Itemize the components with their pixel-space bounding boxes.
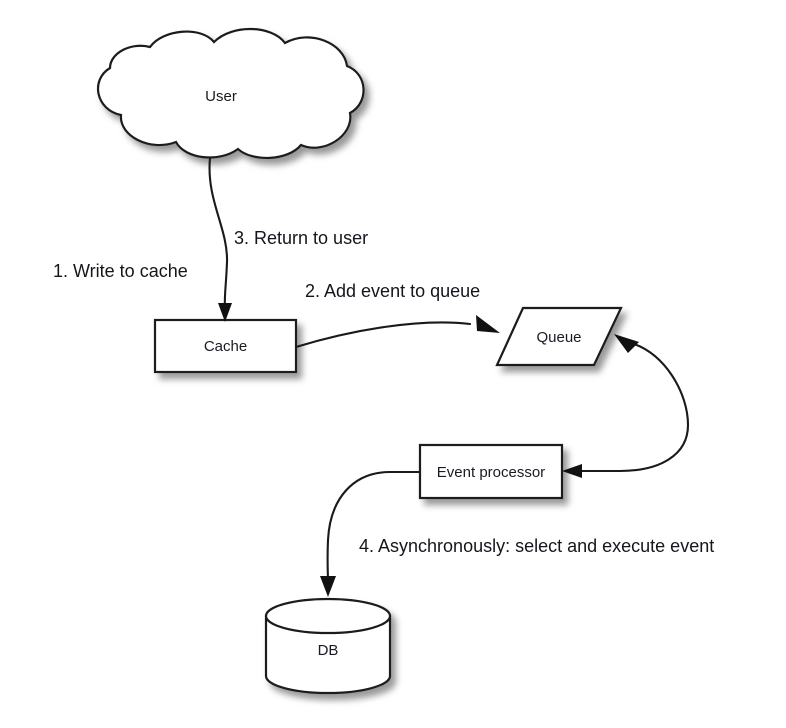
step-label-3: 3. Return to user (234, 228, 368, 248)
node-user[interactable]: User (97, 27, 365, 160)
node-label-queue: Queue (536, 329, 581, 346)
node-cache[interactable]: Cache (153, 318, 298, 374)
node-db[interactable]: DB (264, 597, 392, 695)
node-queue[interactable]: Queue (495, 306, 623, 367)
edge-event-processor-to-db (320, 470, 422, 597)
edge-user-to-cache (208, 156, 232, 322)
node-label-cache: Cache (204, 338, 247, 355)
arrowhead-queue-right (614, 334, 639, 353)
arrowhead-cache-top (218, 303, 232, 322)
arrowhead-db-top (320, 576, 336, 597)
step-label-4: 4. Asynchronously: select and execute ev… (359, 536, 714, 556)
node-label-db: DB (318, 642, 339, 659)
edge-queue-event-processor (562, 334, 690, 478)
arrowhead-queue-left (476, 315, 500, 333)
node-event-processor[interactable]: Event processor (418, 443, 564, 500)
arrowhead-event-processor-right (562, 464, 582, 478)
edge-cache-to-queue (294, 315, 500, 349)
node-label-user: User (205, 88, 237, 105)
step-label-2: 2. Add event to queue (305, 281, 480, 301)
node-label-event-processor: Event processor (437, 464, 545, 481)
step-label-1: 1. Write to cache (53, 261, 188, 281)
